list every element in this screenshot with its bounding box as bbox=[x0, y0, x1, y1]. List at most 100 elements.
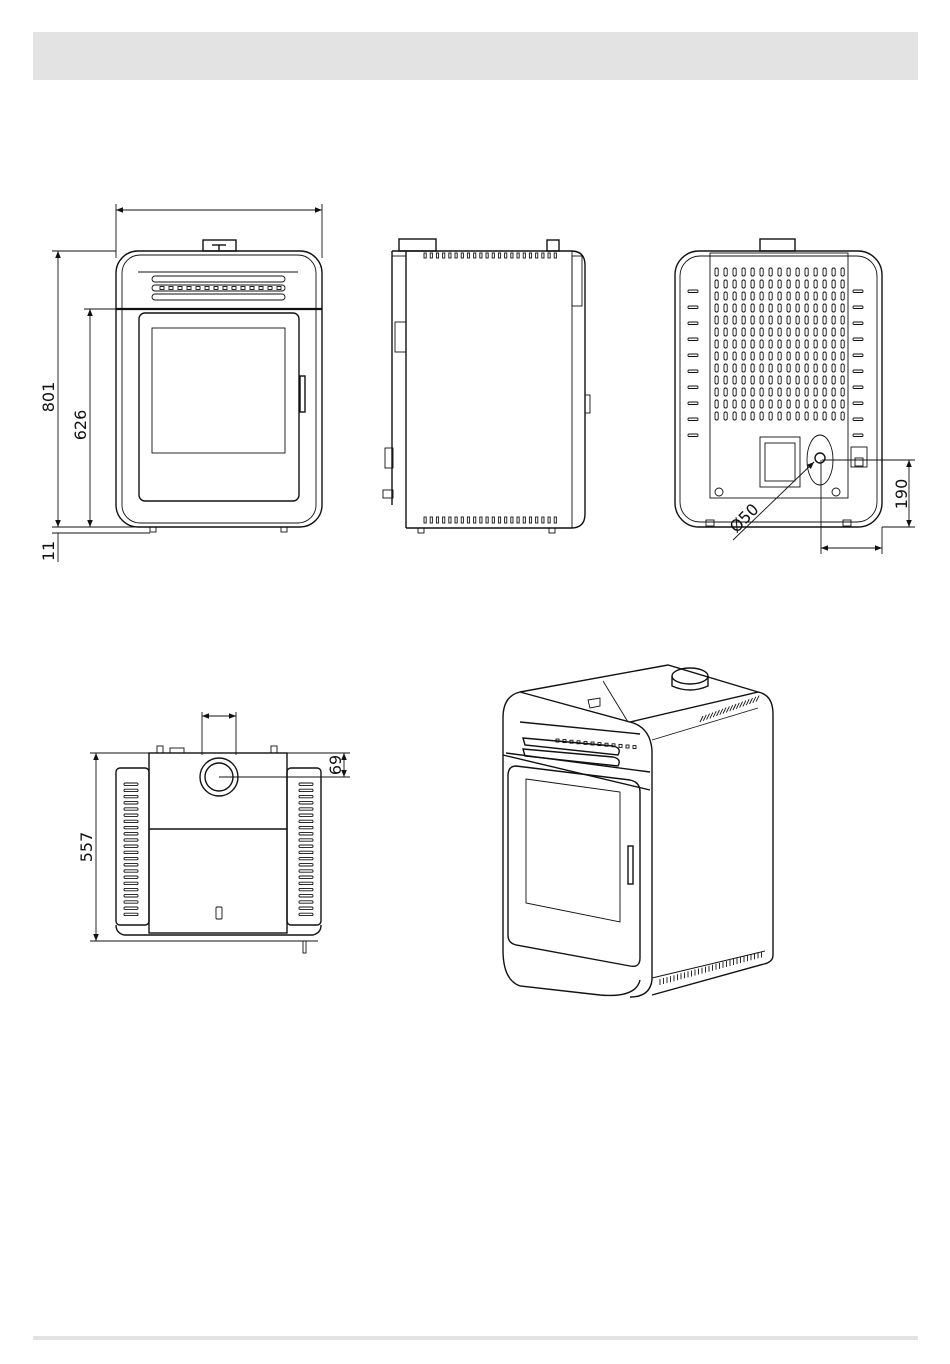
vent-slot bbox=[742, 376, 745, 384]
vent-slot bbox=[751, 388, 754, 396]
vent-slot bbox=[480, 517, 482, 523]
vent-slot bbox=[268, 287, 272, 290]
vent-slot bbox=[751, 400, 754, 408]
vent-slot bbox=[841, 316, 844, 324]
vent-slot bbox=[733, 340, 736, 348]
vent-slot bbox=[814, 316, 817, 324]
vent-slot bbox=[455, 253, 457, 258]
vent-slot bbox=[498, 517, 500, 523]
vent-slot bbox=[124, 808, 138, 810]
vent-slot bbox=[299, 857, 313, 859]
vent-slot bbox=[124, 839, 138, 841]
vent-slot bbox=[787, 268, 790, 276]
vent-slot bbox=[223, 287, 227, 290]
vent-slot bbox=[299, 895, 313, 897]
dim-outlet-height: 190 bbox=[892, 479, 911, 510]
vent-slot bbox=[841, 364, 844, 372]
vent-slot bbox=[733, 400, 736, 408]
vent-slot bbox=[823, 352, 826, 360]
vent-slot bbox=[715, 376, 718, 384]
vent-slot bbox=[805, 388, 808, 396]
vent-slot bbox=[740, 702, 743, 708]
vent-slot bbox=[523, 517, 525, 523]
isometric-view bbox=[503, 665, 773, 997]
vent-slot bbox=[299, 833, 313, 835]
vent-slot bbox=[742, 340, 745, 348]
vent-slot bbox=[299, 901, 313, 903]
vent-slot bbox=[178, 287, 182, 290]
vent-slot bbox=[517, 253, 519, 258]
vent-slot bbox=[760, 352, 763, 360]
vent-slot bbox=[769, 400, 772, 408]
vent-slot bbox=[720, 709, 723, 715]
vent-slot bbox=[841, 292, 844, 300]
vent-slot bbox=[814, 304, 817, 312]
vent-slot bbox=[726, 706, 729, 712]
vent-slot bbox=[492, 253, 494, 258]
vent-slot bbox=[751, 304, 754, 312]
vent-slot bbox=[688, 386, 698, 389]
vent-slot bbox=[778, 364, 781, 372]
vent-slot bbox=[832, 316, 835, 324]
vent-slot bbox=[832, 352, 835, 360]
vent-slot bbox=[805, 292, 808, 300]
vent-slot bbox=[187, 287, 191, 290]
vent-slot bbox=[554, 517, 556, 523]
vent-slot bbox=[769, 340, 772, 348]
vent-slot bbox=[787, 364, 790, 372]
vent-slot bbox=[805, 400, 808, 408]
vent-slot bbox=[536, 253, 538, 258]
vent-slot bbox=[299, 783, 313, 785]
vent-slot bbox=[742, 400, 745, 408]
vent-slot bbox=[796, 292, 799, 300]
vent-slot bbox=[688, 322, 698, 325]
vent-slot bbox=[536, 517, 538, 523]
vent-slot bbox=[715, 412, 718, 420]
vent-slot bbox=[299, 882, 313, 884]
vent-slot bbox=[529, 253, 531, 258]
vent-slot bbox=[299, 851, 313, 853]
vent-slot bbox=[449, 253, 451, 258]
vent-slot bbox=[461, 517, 463, 523]
vent-slot bbox=[214, 287, 218, 290]
vent-slot bbox=[688, 434, 698, 437]
vent-slot bbox=[241, 287, 245, 290]
vent-slot bbox=[760, 268, 763, 276]
vent-slot bbox=[853, 306, 863, 309]
vent-slot bbox=[299, 870, 313, 872]
vent-slot bbox=[832, 268, 835, 276]
vent-slot bbox=[688, 354, 698, 357]
vent-slot bbox=[832, 340, 835, 348]
vent-slot bbox=[787, 292, 790, 300]
vent-slot bbox=[742, 328, 745, 336]
vent-slot bbox=[467, 517, 469, 523]
vent-slot bbox=[814, 268, 817, 276]
vent-slot bbox=[805, 376, 808, 384]
vent-slot bbox=[299, 913, 313, 915]
vent-slot bbox=[787, 388, 790, 396]
vent-slot bbox=[299, 888, 313, 890]
vent-slot bbox=[724, 292, 727, 300]
vent-slot bbox=[742, 316, 745, 324]
vent-slot bbox=[760, 304, 763, 312]
vent-slot bbox=[823, 376, 826, 384]
front-view bbox=[52, 204, 322, 562]
vent-slot bbox=[778, 340, 781, 348]
vent-slot bbox=[626, 745, 629, 748]
vent-slot bbox=[548, 253, 550, 258]
vent-slot bbox=[841, 400, 844, 408]
vent-slot bbox=[523, 253, 525, 258]
vent-slot bbox=[853, 386, 863, 389]
vent-slot bbox=[841, 328, 844, 336]
vent-slot bbox=[443, 253, 445, 258]
vent-slot bbox=[480, 253, 482, 258]
vent-slot bbox=[841, 304, 844, 312]
vent-slot bbox=[715, 340, 718, 348]
vent-slot bbox=[259, 287, 263, 290]
vent-slot bbox=[787, 400, 790, 408]
vent-slot bbox=[778, 304, 781, 312]
vent-slot bbox=[805, 268, 808, 276]
vent-slot bbox=[814, 280, 817, 288]
vent-slot bbox=[751, 280, 754, 288]
vent-slot bbox=[542, 517, 544, 523]
